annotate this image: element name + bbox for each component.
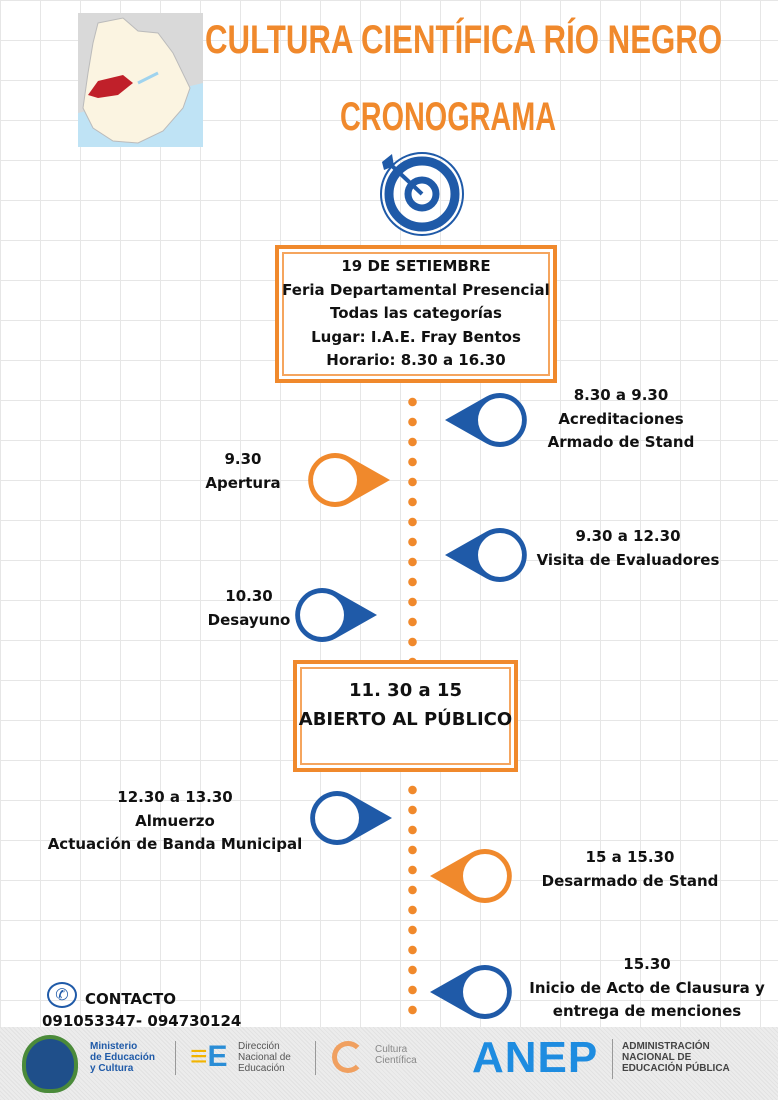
event-time: 9.30 [224,450,262,468]
page-title: CULTURA CIENTÍFICA RÍO NEGRO [205,18,723,62]
dne-line: Educación [238,1063,285,1074]
anep-full-name: ADMINISTRACIÓN NACIONAL DE EDUCACIÓN PÚB… [622,1041,730,1074]
event-desc: Apertura [205,473,281,492]
dne-logo-text: Dirección Nacional de Educación [238,1041,291,1074]
timeline-dotted-line [408,780,417,1025]
timeline-pin [430,965,512,1019]
event-item: 12.30 a 13.30 Almuerzo Actuación de Band… [40,786,310,857]
event-desc: Desarmado de Stand [541,871,719,890]
cc-line: Cultura [375,1044,408,1055]
event-item: 10.30 Desayuno [190,585,308,632]
anep-line: NACIONAL DE [622,1052,692,1063]
phone-icon: ✆ [47,982,77,1008]
divider [612,1039,613,1079]
timeline-pin [430,849,512,904]
event-time: 12.30 a 13.30 [117,788,233,806]
event-desc: Visita de Evaluadores [536,550,720,569]
event-desc: Acreditaciones [558,409,684,428]
mec-logo-text: Ministerio de Educación y Cultura [90,1041,155,1074]
event-time: 15 a 15.30 [585,848,675,866]
public-hours-label: ABIERTO AL PÚBLICO [298,709,513,730]
event-info-text: 19 DE SETIEMBRE Feria Departamental Pres… [275,255,557,373]
dne-line: Nacional de [238,1052,291,1063]
event-item: 9.30 a 12.30 Visita de Evaluadores [530,525,726,572]
cc-line: Científica [375,1055,417,1066]
event-desc: Actuación de Banda Municipal [47,835,303,853]
timeline-pin [308,453,390,508]
public-hours-time: 11. 30 a 15 [349,680,462,701]
contact-label: CONTACTO [85,990,176,1008]
divider [315,1041,316,1075]
event-item: 8.30 a 9.30 Acreditaciones Armado de Sta… [535,384,707,455]
uruguay-coat-of-arms-logo [22,1035,78,1093]
event-categories: Todas las categorías [330,304,502,322]
event-desc: entrega de menciones [552,1002,742,1020]
anep-line: EDUCACIÓN PÚBLICA [622,1063,730,1074]
mec-line: y Cultura [90,1063,134,1074]
timeline-pin [295,588,377,642]
event-time: 8.30 a 9.30 [573,386,669,404]
event-name: Feria Departamental Presencial [282,280,550,299]
page-subtitle: CRONOGRAMA [340,95,556,139]
contact-phones[interactable]: 091053347- 094730124 [42,1012,242,1030]
dne-logo-icon: ≡E [190,1040,228,1073]
mec-line: de Educación [90,1052,156,1063]
event-item: 15.30 Inicio de Acto de Clausura y entre… [527,953,767,1024]
cultura-cientifica-logo-icon [332,1041,364,1073]
timeline-pin [445,393,527,447]
event-date: 19 DE SETIEMBRE [341,257,491,275]
public-hours-text: 11. 30 a 15 ABIERTO AL PÚBLICO [293,676,518,734]
divider [175,1041,176,1075]
timeline-pin [445,528,527,583]
event-hours: Horario: 8.30 a 16.30 [326,351,506,369]
event-desc: Almuerzo [135,811,215,830]
anep-line: ADMINISTRACIÓN [622,1041,710,1052]
timeline-pin [310,790,392,845]
mec-line: Ministerio [90,1041,138,1052]
cc-logo-text: Cultura Científica [375,1044,417,1066]
public-hours-box [293,660,518,772]
event-item: 9.30 Apertura [180,448,306,495]
anep-logo: ANEP [472,1033,599,1082]
dne-line: Dirección [238,1041,280,1052]
event-item: 15 a 15.30 Desarmado de Stand [538,846,722,893]
uruguay-map [78,13,203,147]
event-desc: Armado de Stand [547,433,695,451]
event-desc: Desayuno [207,610,291,629]
event-desc: Inicio de Acto de Clausura y [529,978,765,997]
event-time: 10.30 [225,587,273,605]
event-time: 15.30 [623,955,671,973]
event-info-box [275,245,557,383]
target-icon [378,150,466,242]
event-location: Lugar: I.A.E. Fray Bentos [311,327,521,346]
event-time: 9.30 a 12.30 [575,527,681,545]
timeline-dotted-line [408,392,417,660]
footer-logos: Ministerio de Educación y Cultura ≡E Dir… [0,1027,778,1100]
